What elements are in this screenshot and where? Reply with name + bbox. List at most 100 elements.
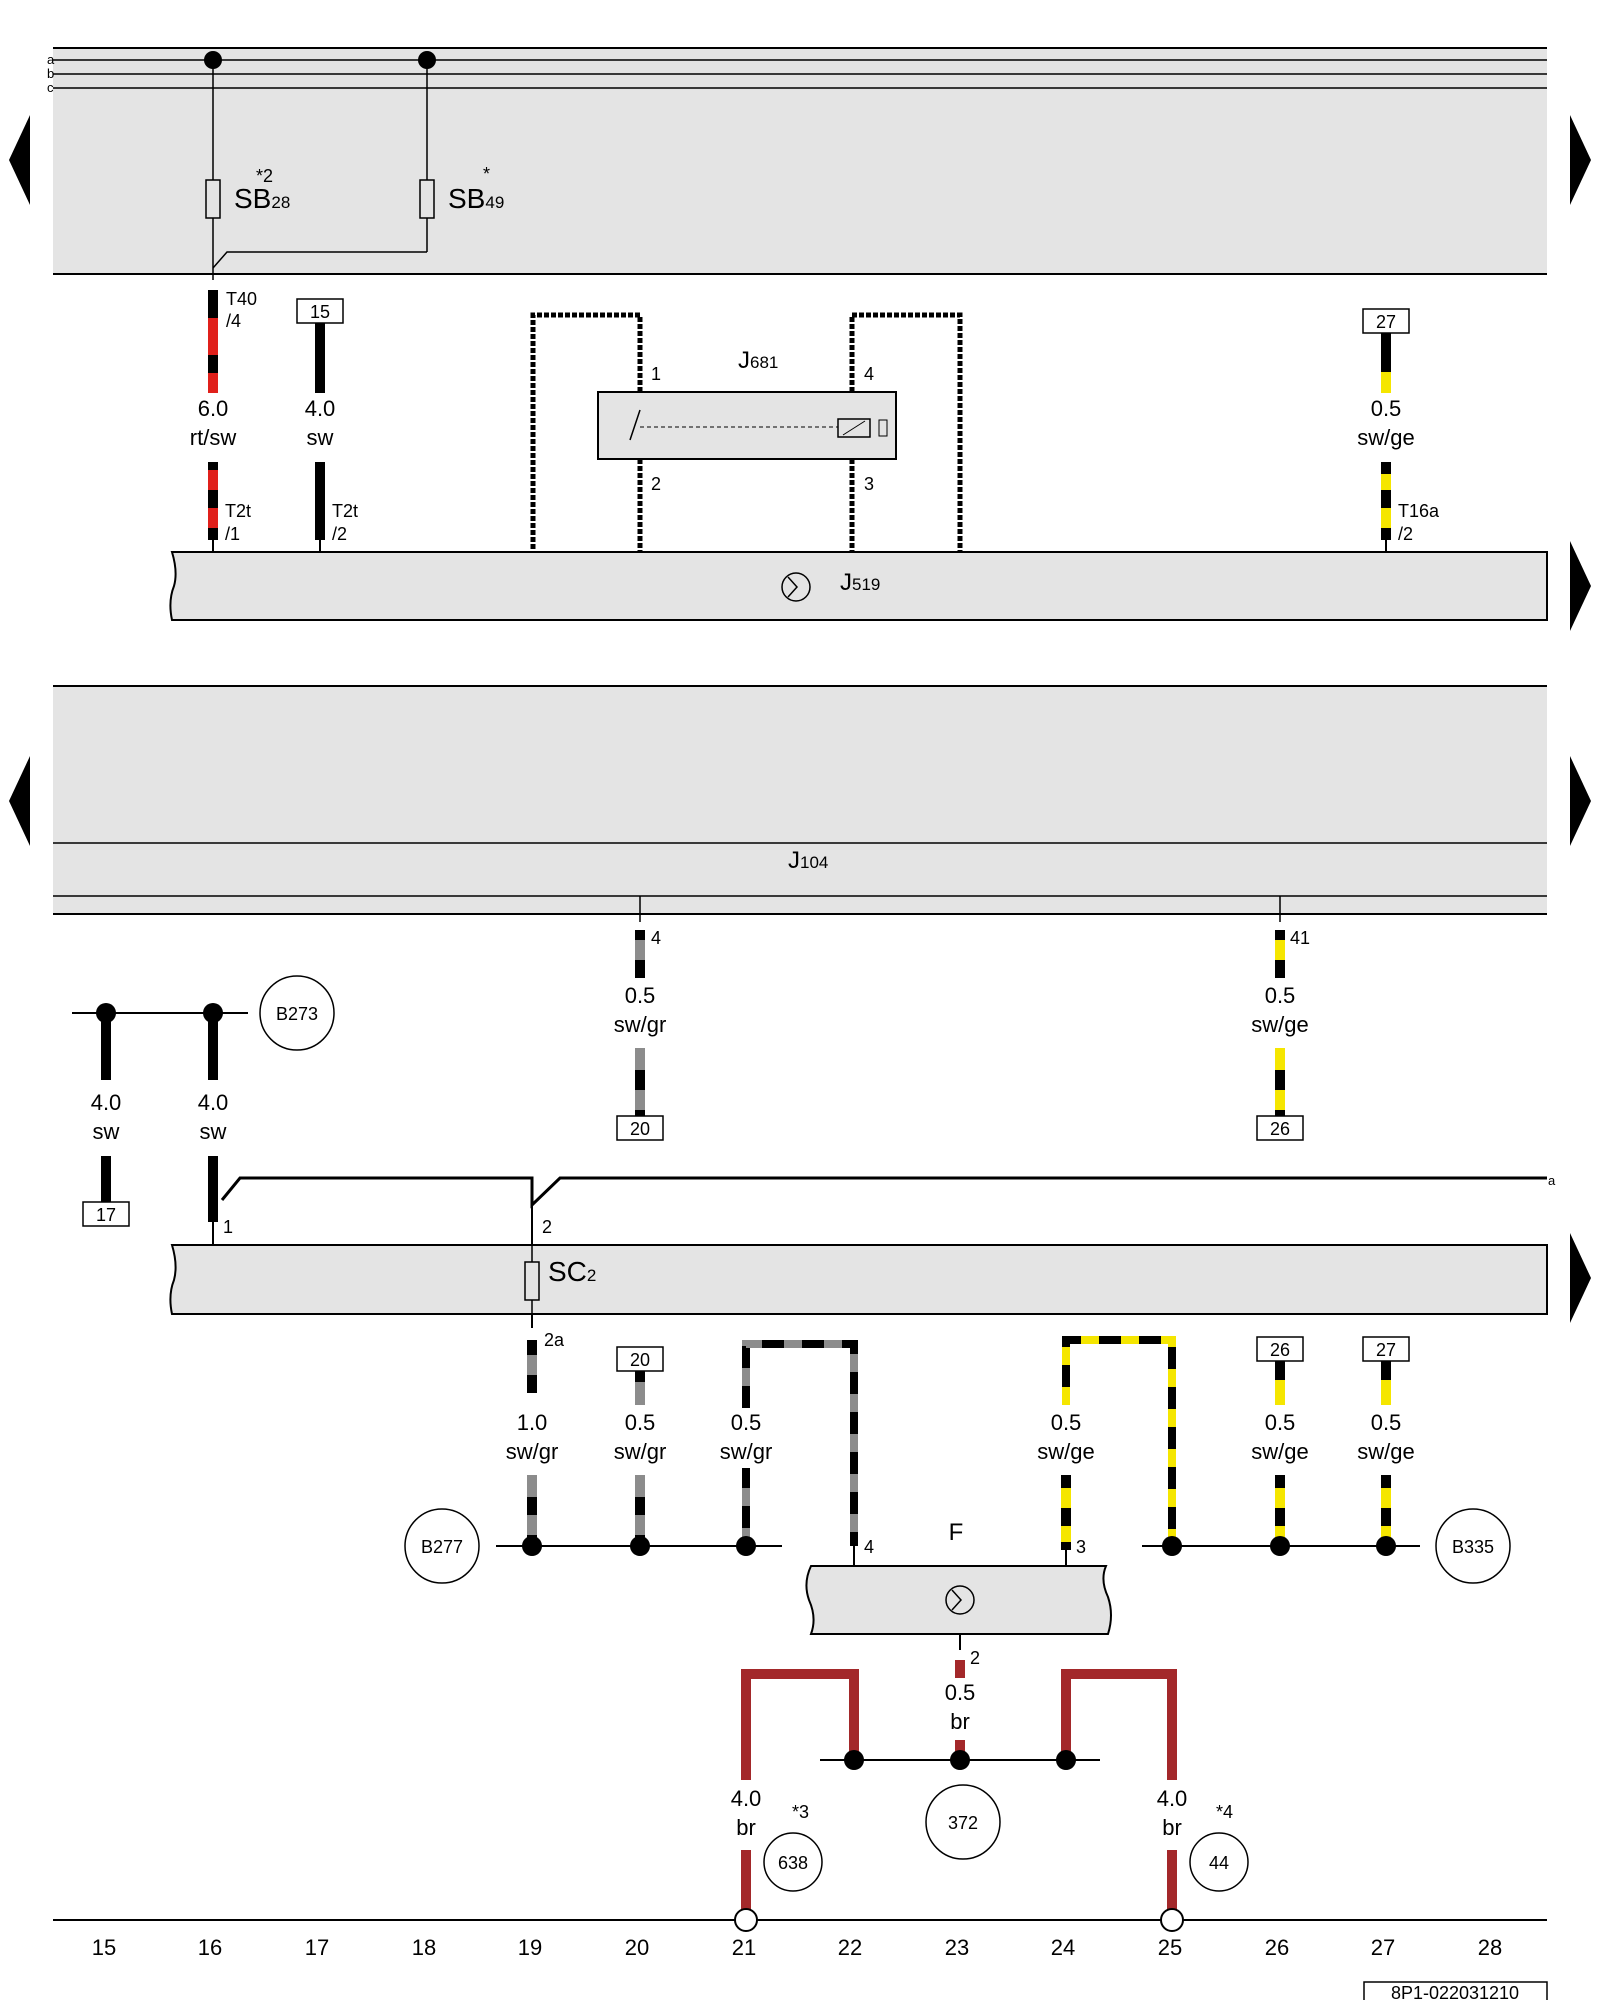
connector-t2t-label: T2t bbox=[332, 501, 358, 521]
ref-box-label: 17 bbox=[96, 1205, 116, 1225]
wire-color: sw bbox=[307, 425, 334, 450]
ground-point-b335 bbox=[1435, 1508, 1511, 1584]
ground-connection-open bbox=[734, 1908, 758, 1932]
ground-point-372 bbox=[925, 1784, 1001, 1860]
pin-number: 1 bbox=[223, 1217, 233, 1237]
connector-t2t-label: T2t bbox=[225, 501, 251, 521]
wire-color: sw/gr bbox=[614, 1012, 667, 1037]
grid-number: 19 bbox=[518, 1935, 542, 1960]
component-j519-label: J519 bbox=[840, 569, 880, 596]
wire-color: sw/ge bbox=[1251, 1439, 1308, 1464]
wire-size: 1.0 bbox=[517, 1410, 548, 1435]
ref-box-label: 26 bbox=[1270, 1119, 1290, 1139]
wire-size: 0.5 bbox=[731, 1410, 762, 1435]
pin-number: 2 bbox=[970, 1648, 980, 1668]
ref-box-label: 27 bbox=[1376, 1340, 1396, 1360]
fuse-sb28-mark: *2 bbox=[256, 166, 273, 186]
junction-dot bbox=[630, 1536, 650, 1556]
junction-dot bbox=[844, 1750, 864, 1770]
wire-color: sw/gr bbox=[614, 1439, 667, 1464]
junction-dot bbox=[1376, 1536, 1396, 1556]
bus-ref-a: a bbox=[1548, 1173, 1556, 1188]
footer-code: 8P1-022031210 bbox=[1391, 1983, 1519, 2000]
wire-size: 0.5 bbox=[1265, 1410, 1296, 1435]
grid-number: 20 bbox=[625, 1935, 649, 1960]
continuation-arrow-left bbox=[9, 756, 30, 846]
continuation-arrow-right bbox=[1570, 756, 1591, 846]
ref-box-label: 20 bbox=[630, 1350, 650, 1370]
grid-number: 24 bbox=[1051, 1935, 1075, 1960]
ground-point-label: 638 bbox=[778, 1853, 808, 1873]
wire-size: 0.5 bbox=[625, 1410, 656, 1435]
junction-dot bbox=[1270, 1536, 1290, 1556]
ref-box-27 bbox=[1362, 1336, 1410, 1362]
connector-t40-label: T40 bbox=[226, 289, 257, 309]
pin-number: 2 bbox=[542, 1217, 552, 1237]
grid-number: 21 bbox=[732, 1935, 756, 1960]
grid-numbers: 15 16 17 18 19 20 21 22 23 24 25 26 27 2… bbox=[92, 1935, 1502, 1960]
continuation-arrow-right bbox=[1570, 1233, 1591, 1323]
ground-point-638 bbox=[763, 1832, 823, 1892]
pin-number: 4 bbox=[651, 928, 661, 948]
wire-size: 4.0 bbox=[1157, 1786, 1188, 1811]
wire-mark: *4 bbox=[1216, 1802, 1233, 1822]
ref-box-26 bbox=[1256, 1336, 1304, 1362]
connector-t2t-pin: /2 bbox=[332, 524, 347, 544]
wire-size: 4.0 bbox=[731, 1786, 762, 1811]
pin-number: 4 bbox=[864, 364, 874, 384]
relay-switch-contact bbox=[629, 409, 641, 441]
grid-number: 16 bbox=[198, 1935, 222, 1960]
fuse-sb49-label: SB49 bbox=[448, 183, 504, 214]
bus-label-a: a bbox=[47, 52, 55, 67]
fuse-sc2-label: SC2 bbox=[548, 1256, 596, 1287]
ref-box-label: 20 bbox=[630, 1119, 650, 1139]
pin-number: 3 bbox=[1076, 1537, 1086, 1557]
wire-size: 4.0 bbox=[305, 396, 336, 421]
continuation-arrow-right bbox=[1570, 115, 1591, 205]
electronic-symbol-icon bbox=[781, 572, 811, 602]
junction-dot bbox=[522, 1536, 542, 1556]
wire-size: 0.5 bbox=[1265, 983, 1296, 1008]
junction-dot bbox=[1162, 1536, 1182, 1556]
ground-point-b273 bbox=[259, 975, 335, 1051]
footer-code-box bbox=[1363, 1981, 1548, 2000]
ground-connection-open bbox=[1160, 1908, 1184, 1932]
ground-point-b277 bbox=[404, 1508, 480, 1584]
grid-number: 15 bbox=[92, 1935, 116, 1960]
wire-color: sw/gr bbox=[506, 1439, 559, 1464]
component-f-body bbox=[805, 1565, 1112, 1635]
ref-box-26 bbox=[1256, 1115, 1304, 1141]
component-f-label: F bbox=[949, 1519, 964, 1546]
grid-number: 28 bbox=[1478, 1935, 1502, 1960]
continuation-arrow-right bbox=[1570, 541, 1591, 631]
ground-point-label: B273 bbox=[276, 1004, 318, 1024]
control-unit-j519-body bbox=[169, 551, 1548, 621]
grid-number: 22 bbox=[838, 1935, 862, 1960]
fuse-sb28-symbol bbox=[205, 179, 221, 219]
fuse-sb49-symbol bbox=[419, 179, 435, 219]
ground-point-label: B335 bbox=[1452, 1537, 1494, 1557]
fuse-sb28-label: SB28 bbox=[234, 183, 290, 214]
wire-size: 0.5 bbox=[945, 1680, 976, 1705]
grid-number: 23 bbox=[945, 1935, 969, 1960]
wire-size: 0.5 bbox=[625, 983, 656, 1008]
connector-t2t-pin: /1 bbox=[225, 524, 240, 544]
pin-number: 41 bbox=[1290, 928, 1310, 948]
pin-number: 2a bbox=[544, 1330, 565, 1350]
fuse-carrier-sc-body bbox=[169, 1244, 1548, 1315]
ref-box-15 bbox=[296, 298, 344, 324]
wire-size: 4.0 bbox=[91, 1090, 122, 1115]
pin-number: 4 bbox=[864, 1537, 874, 1557]
pin-number: 1 bbox=[651, 364, 661, 384]
ground-point-label: 44 bbox=[1209, 1853, 1229, 1873]
junction-dot bbox=[950, 1750, 970, 1770]
pin-number: 3 bbox=[864, 474, 874, 494]
fuse-panel-top bbox=[53, 48, 1547, 274]
wire-size: 0.5 bbox=[1051, 1410, 1082, 1435]
ground-point-label: B277 bbox=[421, 1537, 463, 1557]
electronic-symbol-icon bbox=[945, 1585, 975, 1615]
junction-dot bbox=[736, 1536, 756, 1556]
grid-number: 17 bbox=[305, 1935, 329, 1960]
component-j681-label: J681 bbox=[738, 347, 778, 374]
